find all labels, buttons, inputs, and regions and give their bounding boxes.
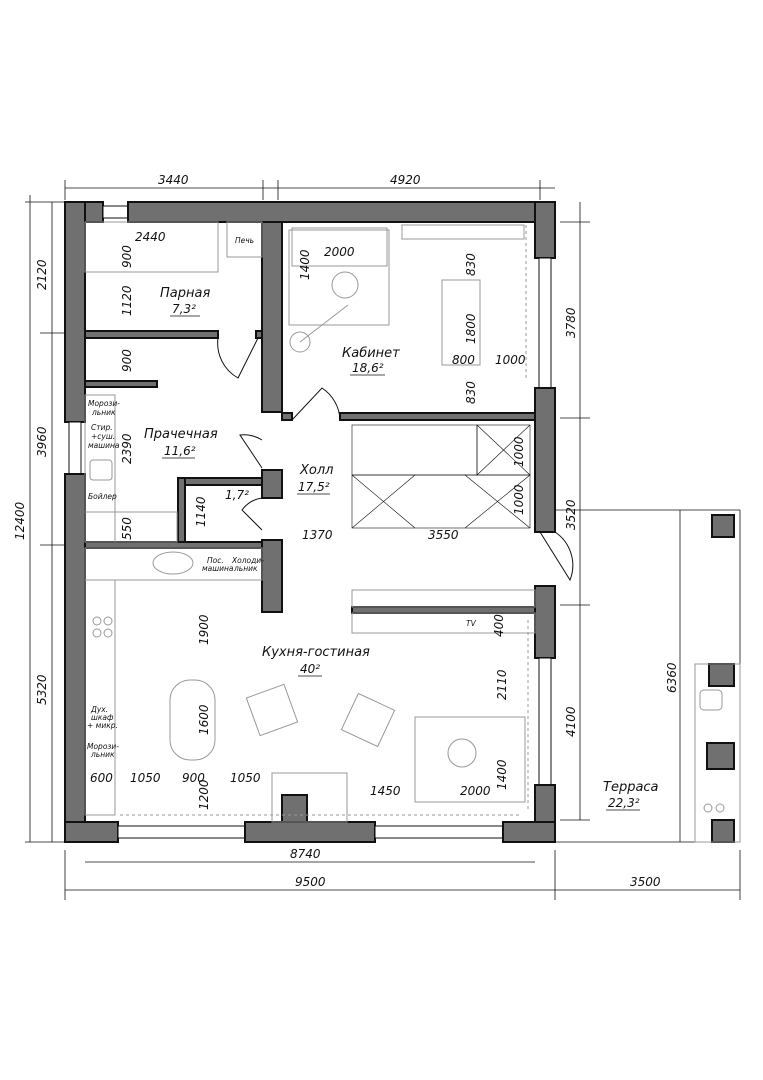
vertical-dimension-labels: 2120 3960 5320 12400 3780 3520 4100 6360… <box>13 245 679 810</box>
dim-1050b: 1050 <box>230 771 261 785</box>
dim-l-2390: 2390 <box>120 433 134 464</box>
dim-wc-1140: 1140 <box>194 496 208 527</box>
dim-1370: 1370 <box>302 528 333 542</box>
label-washer: Стир. <box>91 423 113 432</box>
dim-l-550: 550 <box>120 517 134 540</box>
walls <box>64 201 735 843</box>
dim-2440: 2440 <box>135 230 166 244</box>
label-oven-b: шкаф <box>91 713 114 722</box>
dim-k-1400: 1400 <box>298 249 312 280</box>
room-area-holl: 17,5² <box>298 480 330 494</box>
dim-h-1000b: 1000 <box>512 484 526 515</box>
dim-top-right: 4920 <box>390 173 421 187</box>
room-name-kuhnya: Кухня-гостиная <box>262 645 370 660</box>
dim-1450: 1450 <box>370 784 401 798</box>
room-area-terrasa: 22,3² <box>608 796 640 810</box>
room-area-kabinet: 18,6² <box>352 361 384 375</box>
dim-1600: 1600 <box>197 704 211 735</box>
room-name-terrasa: Терраса <box>603 780 659 795</box>
room-name-prachechnaya: Прачечная <box>144 427 218 442</box>
label-freezer-1: Морози- <box>88 399 120 408</box>
dim-k-830a: 830 <box>464 253 478 276</box>
dim-right-2: 3520 <box>564 499 578 530</box>
room-area-kuhnya: 40² <box>300 662 320 676</box>
label-freezer-2-b: льник <box>90 750 115 759</box>
label-boiler: Бойлер <box>88 492 117 501</box>
dim-k-2000: 2000 <box>324 245 355 259</box>
label-tv: TV <box>466 619 477 628</box>
dim-k-800: 800 <box>452 353 475 367</box>
room-area-parnaya: 7,3² <box>172 302 196 316</box>
dim-k-830b: 830 <box>464 381 478 404</box>
label-washer-c: машина <box>88 441 120 450</box>
dim-top-left: 3440 <box>158 173 189 187</box>
label-washer-b: +суш. <box>91 432 115 441</box>
dim-1200: 1200 <box>197 779 211 810</box>
dim-400: 400 <box>492 614 506 637</box>
dim-left-total: 12400 <box>13 501 27 540</box>
dim-kg-1400: 1400 <box>495 759 509 790</box>
dim-l-900: 900 <box>120 349 134 372</box>
dim-h-1000a: 1000 <box>512 436 526 467</box>
room-name-holl: Холл <box>299 463 333 478</box>
room-area-prachechnaya: 11,6² <box>164 444 196 458</box>
dim-1900: 1900 <box>197 614 211 645</box>
dim-3550: 3550 <box>428 528 459 542</box>
label-freezer-1-b: льник <box>91 408 116 417</box>
dim-k-1800: 1800 <box>464 313 478 344</box>
room-area-wc: 1,7² <box>225 488 249 502</box>
area-underlines <box>162 315 640 811</box>
dim-1050a: 1050 <box>130 771 161 785</box>
label-fridge: Холоди- <box>231 556 264 565</box>
dim-left-3: 5320 <box>35 674 49 705</box>
dim-left-1: 2120 <box>35 259 49 290</box>
dim-right-1: 3780 <box>564 307 578 338</box>
dim-900: 900 <box>182 771 205 785</box>
label-oven-c: + микр. <box>87 721 118 730</box>
label-dishwasher-b: машина <box>202 564 234 573</box>
label-dishwasher: Пос. <box>207 556 224 565</box>
furniture <box>84 221 741 843</box>
room-name-kabinet: Кабинет <box>342 346 400 361</box>
dim-p-1120: 1120 <box>120 285 134 316</box>
dim-600: 600 <box>90 771 113 785</box>
dimension-labels: 3440 4920 8740 9500 3500 2440 2000 800 1… <box>90 173 661 889</box>
label-pech: Печь <box>235 236 254 245</box>
dim-terrace-h: 6360 <box>665 662 679 693</box>
dim-kg-2000: 2000 <box>460 784 491 798</box>
label-fridge-b: льник <box>233 564 258 573</box>
dim-k-1000: 1000 <box>495 353 526 367</box>
label-oven: Дух. <box>90 705 108 714</box>
dim-bottom-inner: 8740 <box>290 847 321 861</box>
dim-bottom-terrace: 3500 <box>630 875 661 889</box>
dimension-lines <box>25 180 741 900</box>
label-freezer-2: Морози- <box>87 742 119 751</box>
dim-p-900: 900 <box>120 245 134 268</box>
room-name-parnaya: Парная <box>160 286 210 301</box>
dim-right-3: 4100 <box>564 706 578 737</box>
dim-2110: 2110 <box>495 669 509 700</box>
dim-left-2: 3960 <box>35 426 49 457</box>
dim-bottom-total: 9500 <box>295 875 326 889</box>
